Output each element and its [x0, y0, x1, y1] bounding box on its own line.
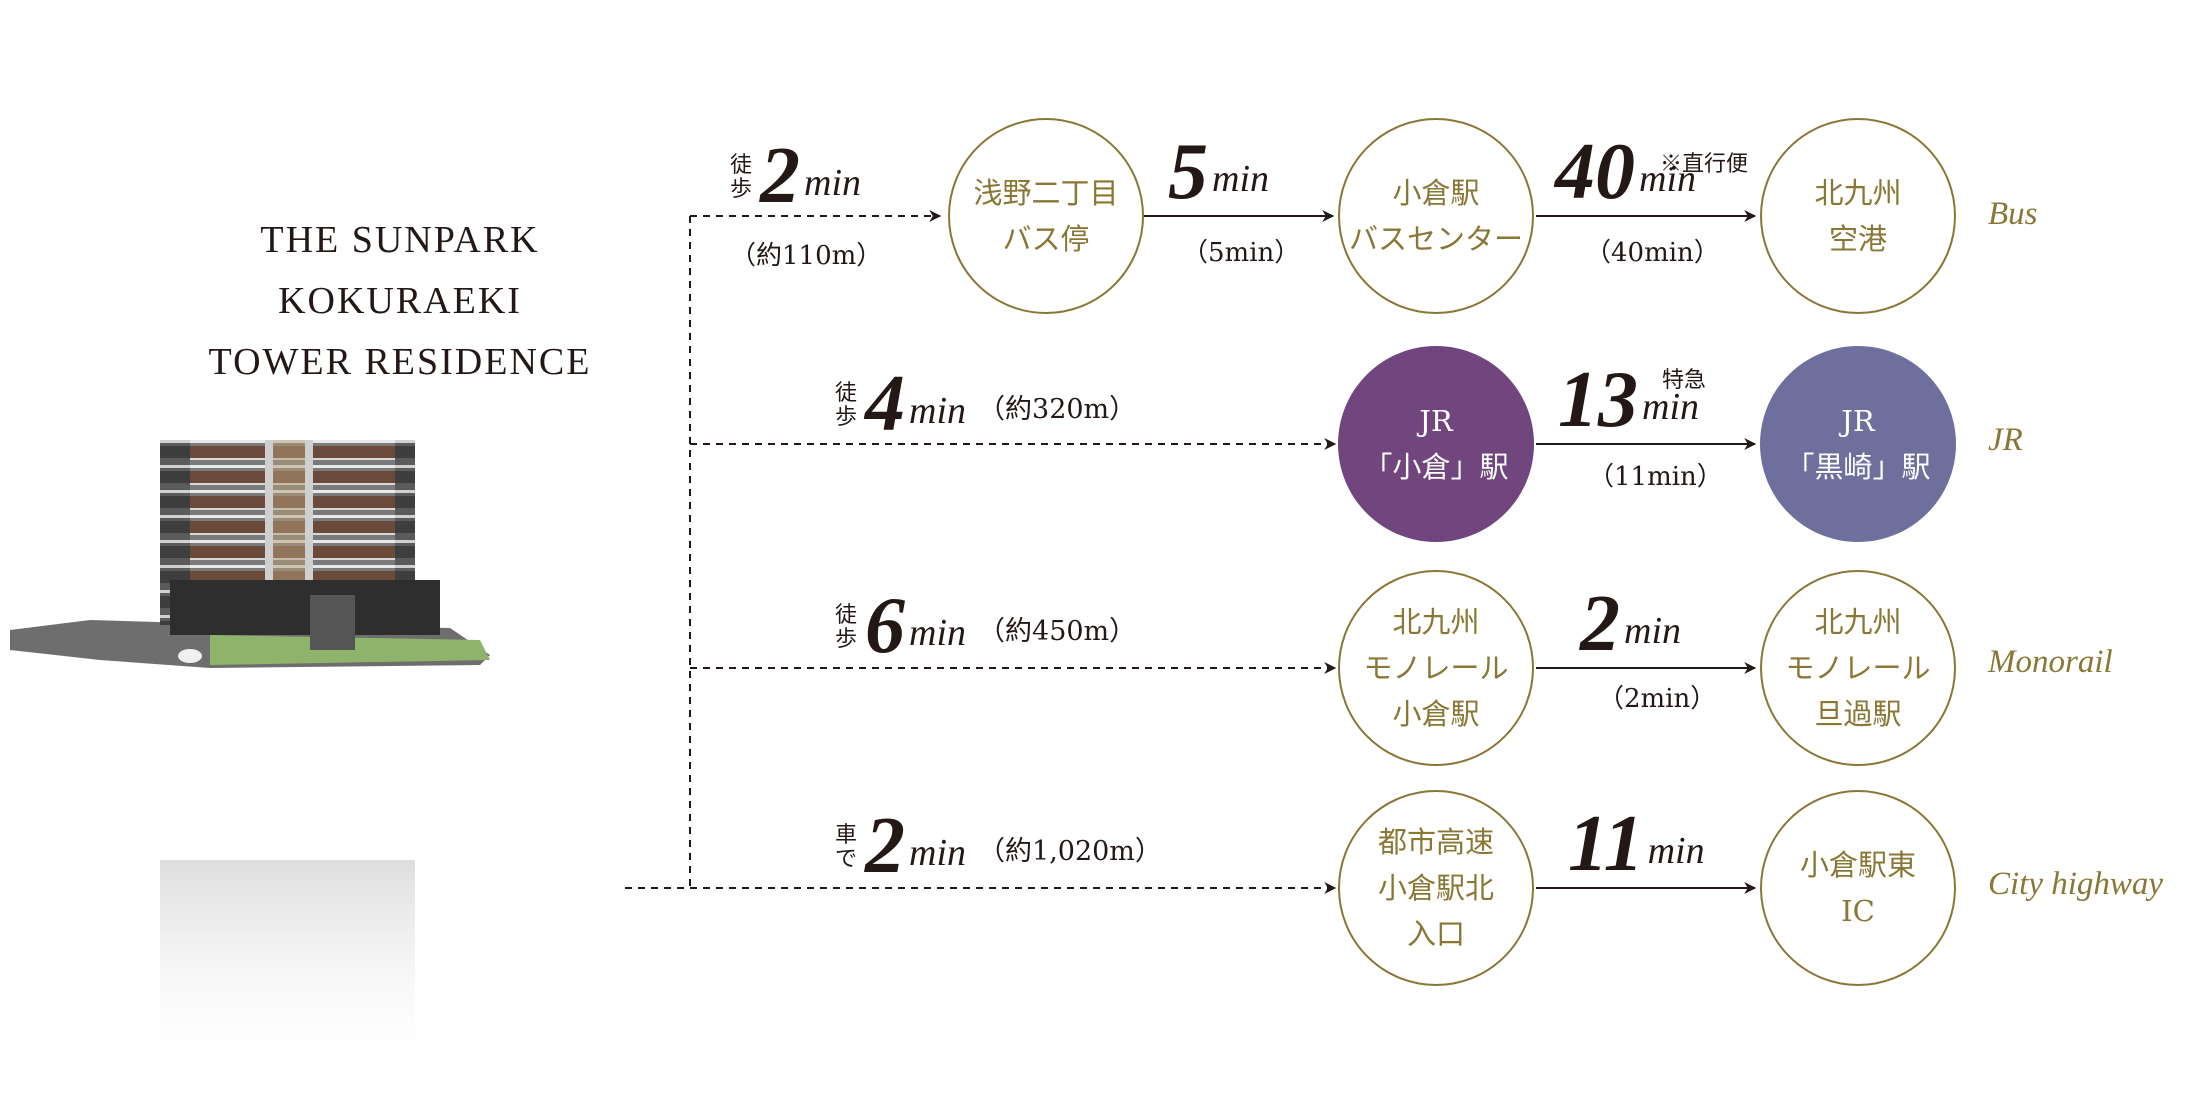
- title-line-2: KOKURAEKI: [278, 280, 522, 322]
- bus-seg1-time: 5 min: [1168, 128, 1269, 216]
- highway-drive-time: 車 で 2 min （約1,020m）: [835, 802, 1162, 890]
- monorail-walk-unit: min: [909, 612, 967, 654]
- stop-kitakyushu-airport: 北九州 空港: [1760, 118, 1956, 314]
- dashed-trunk: [625, 210, 1337, 894]
- category-bus: Bus: [1988, 196, 2038, 232]
- jr-seg1-sub: （11min）: [1588, 462, 1723, 492]
- category-jr: JR: [1988, 422, 2023, 458]
- jr-seg1-value: 13: [1558, 356, 1638, 444]
- solid-segments: [1144, 210, 1757, 894]
- bus-walk-unit: min: [804, 162, 862, 204]
- monorail-seg1-time: 2 min: [1580, 580, 1681, 668]
- stop-kokura-east-ic: 小倉駅東 IC: [1760, 790, 1956, 986]
- stop-kokura-bus-center: 小倉駅 バスセンター: [1338, 118, 1534, 314]
- stop-highway-kokura-north-entrance: 都市高速 小倉駅北 入口: [1338, 790, 1534, 986]
- bus-seg2-value: 40: [1555, 128, 1635, 216]
- bus-walk-mode: 徒 歩: [730, 153, 753, 202]
- highway-seg1-unit: min: [1647, 830, 1705, 872]
- bus-walk-value: 2: [760, 132, 801, 220]
- jr-walk-mode: 徒 歩: [835, 381, 858, 430]
- category-monorail: Monorail: [1988, 644, 2113, 680]
- jr-walk-time: 徒 歩 4 min （約320m）: [835, 360, 1137, 448]
- jr-walk-unit: min: [909, 390, 967, 432]
- stop-asano-bus-stop: 浅野二丁目 バス停: [948, 118, 1144, 314]
- title-line-3: TOWER RESIDENCE: [208, 341, 592, 383]
- bus-seg1-value: 5: [1168, 128, 1208, 216]
- highway-drive-value: 2: [865, 802, 906, 890]
- jr-walk-value: 4: [865, 360, 906, 448]
- bus-seg2-time: 40 min: [1555, 128, 1696, 216]
- jr-seg1-unit: min: [1642, 386, 1699, 428]
- jr-seg1-time: 13 min: [1558, 356, 1699, 444]
- monorail-walk-mode: 徒 歩: [835, 603, 858, 652]
- jr-seg1-note: 特急: [1662, 368, 1707, 393]
- property-title: THE SUNPARK KOKURAEKI TOWER RESIDENCE: [180, 210, 620, 393]
- bus-walk-time: 徒 歩 2 min: [730, 132, 862, 220]
- bus-seg2-unit: min: [1639, 158, 1696, 200]
- monorail-walk-distance: （約450m）: [978, 616, 1137, 647]
- monorail-seg1-value: 2: [1580, 580, 1620, 668]
- bus-seg2-sub: （40min）: [1585, 238, 1720, 268]
- highway-seg1-time: 11 min: [1568, 800, 1705, 888]
- monorail-seg1-unit: min: [1624, 610, 1681, 652]
- bus-seg2-note: ※直行便: [1660, 152, 1749, 177]
- highway-drive-distance: （約1,020m）: [978, 836, 1162, 867]
- bus-seg1-sub: （5min）: [1182, 238, 1301, 268]
- stop-jr-kurosaki: JR 「黒崎」駅: [1760, 346, 1956, 542]
- stop-monorail-tanga: 北九州 モノレール 旦過駅: [1760, 570, 1956, 766]
- category-city-highway: City highway: [1988, 866, 2164, 902]
- highway-drive-unit: min: [909, 832, 967, 874]
- jr-walk-distance: （約320m）: [978, 394, 1137, 425]
- bus-walk-distance: （約110m）: [730, 241, 883, 271]
- building-illustration: [10, 440, 490, 1090]
- highway-seg1-value: 11: [1568, 800, 1644, 888]
- highway-drive-mode: 車 で: [835, 823, 858, 872]
- stop-monorail-kokura: 北九州 モノレール 小倉駅: [1338, 570, 1534, 766]
- monorail-walk-value: 6: [865, 582, 906, 670]
- stop-jr-kokura: JR 「小倉」駅: [1338, 346, 1534, 542]
- monorail-walk-time: 徒 歩 6 min （約450m）: [835, 582, 1137, 670]
- monorail-seg1-sub: （2min）: [1598, 684, 1717, 714]
- title-line-1: THE SUNPARK: [260, 219, 540, 261]
- bus-seg1-unit: min: [1212, 158, 1269, 200]
